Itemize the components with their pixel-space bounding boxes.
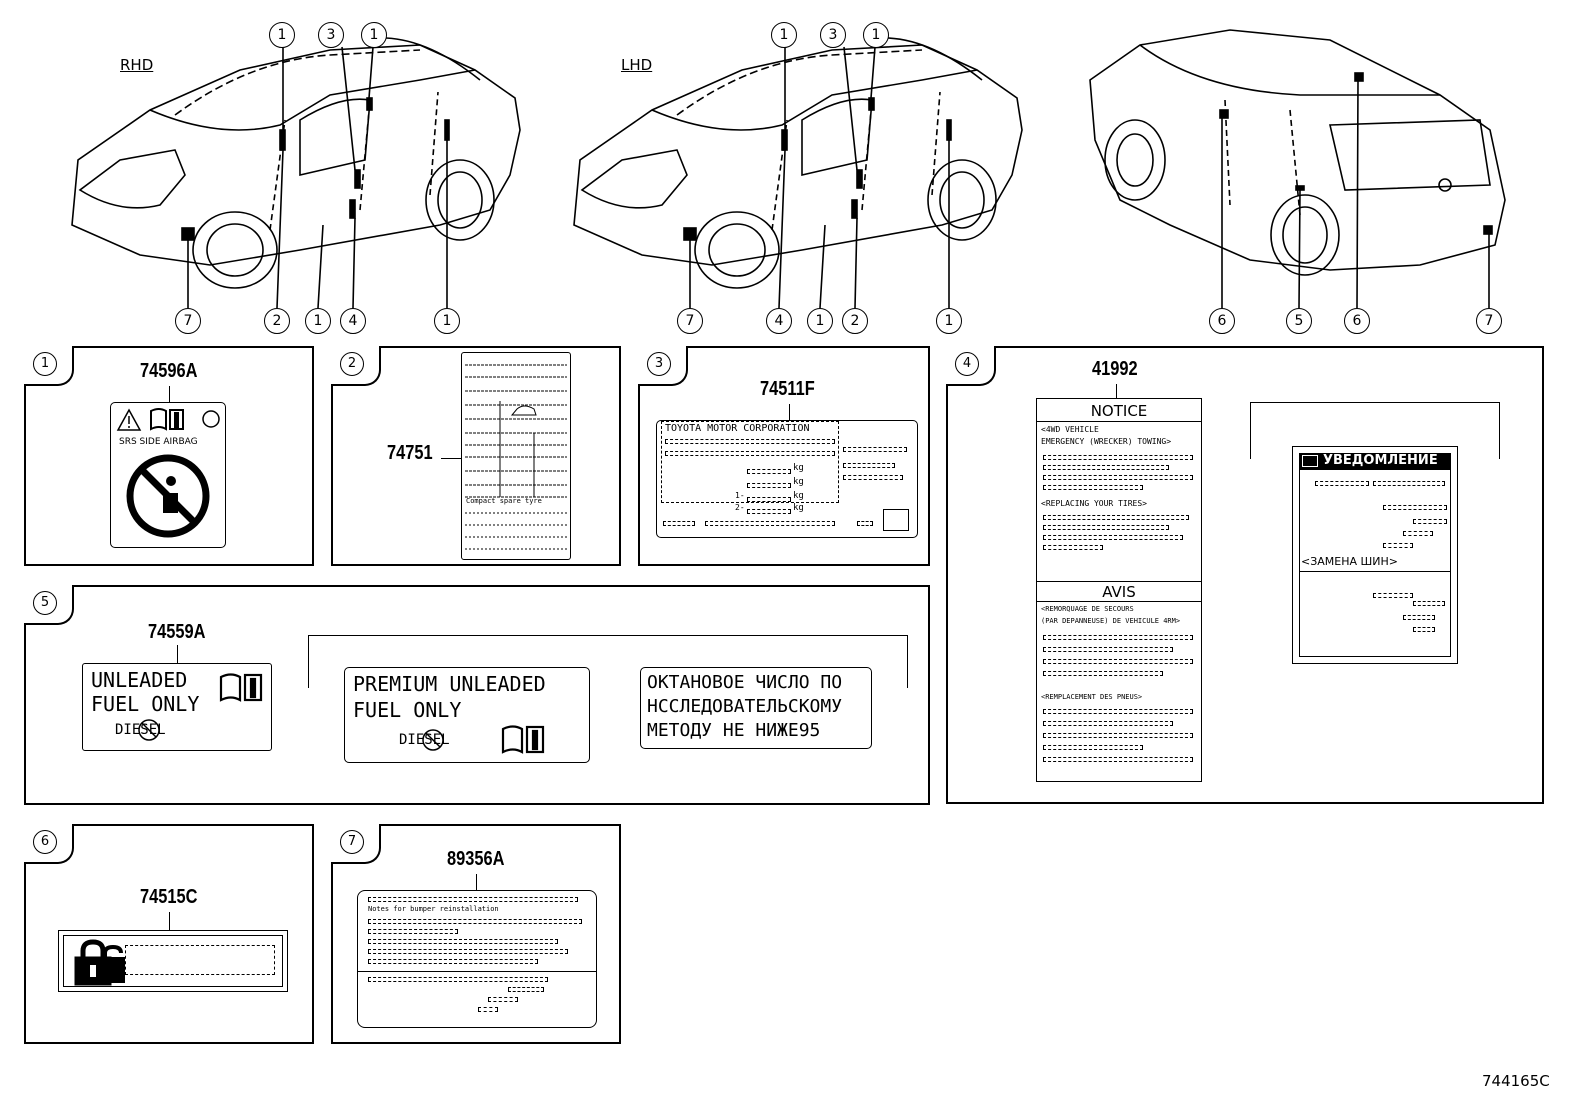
kg-unit: kg bbox=[793, 503, 804, 513]
panel-index: 6 bbox=[33, 830, 57, 854]
srs-side-airbag-text: SRS SIDE AIRBAG bbox=[119, 437, 198, 447]
lhd-car-illustration bbox=[573, 37, 1023, 309]
panel-index: 1 bbox=[33, 352, 57, 376]
notice-line-3: <REPLACING YOUR TIRES> bbox=[1041, 499, 1147, 508]
kg-unit: kg bbox=[793, 477, 804, 487]
part-number: 74596A bbox=[140, 360, 198, 382]
notice-title: NOTICE bbox=[1090, 402, 1148, 420]
axle-1-label: 1- bbox=[735, 491, 745, 500]
callout-4: 4 bbox=[340, 308, 366, 334]
callout-5: 5 bbox=[1286, 308, 1312, 334]
callout-1: 1 bbox=[434, 308, 460, 334]
label-c-line-2: НССЛЕДОВАТЕЛЬСКОМУ bbox=[647, 696, 843, 717]
part-number: 74751 bbox=[387, 442, 433, 464]
label-a-line-1: UNLEADED bbox=[91, 668, 188, 692]
callout-1: 1 bbox=[771, 22, 797, 48]
kg-unit: kg bbox=[793, 491, 804, 501]
callout-3: 3 bbox=[318, 22, 344, 48]
russian-notice-label: УВЕДОМЛЕНИЕ <ЗАМЕНА ШИН> bbox=[1292, 446, 1458, 664]
bumper-notes-text: Notes for bumper reinstallation bbox=[368, 905, 499, 913]
panel-index: 4 bbox=[955, 352, 979, 376]
ru-title: УВЕДОМЛЕНИЕ bbox=[1323, 453, 1438, 468]
callout-7: 7 bbox=[175, 308, 201, 334]
avis-line-1: <REMORQUAGE DE SECOURS bbox=[1041, 605, 1134, 613]
tire-pressure-label: Compact spare tyre bbox=[461, 352, 571, 560]
diesel-prohibited-icon bbox=[138, 719, 160, 741]
manual-info-icon bbox=[501, 725, 545, 754]
label-b-line-1: PREMIUM UNLEADED bbox=[353, 672, 546, 696]
callout-1: 1 bbox=[863, 22, 889, 48]
label-b-line-2: FUEL ONLY bbox=[353, 698, 462, 722]
circle-icon bbox=[202, 410, 220, 428]
manual-info-icon bbox=[219, 673, 263, 702]
vehicle-id-plate: TOYOTA MOTOR CORPORATION kg kg kg kg 1- … bbox=[656, 420, 918, 538]
axle-2-label: 2- bbox=[735, 503, 745, 512]
panel-5: 5 74559A UNLEADED FUEL ONLY DIESEL PREMI… bbox=[24, 585, 930, 805]
warning-triangle-icon bbox=[116, 408, 142, 431]
fuel-label-c: ОКТАНОВОЕ ЧИСЛО ПО НССЛЕДОВАТЕЛЬСКОМУ МЕ… bbox=[640, 667, 872, 749]
rear-car-illustration bbox=[1089, 29, 1506, 309]
part-number: 74511F bbox=[760, 378, 815, 400]
ru-line-1: <ЗАМЕНА ШИН> bbox=[1301, 555, 1399, 568]
rhd-car-illustration bbox=[71, 37, 521, 309]
callout-3: 3 bbox=[820, 22, 846, 48]
avis-title: AVIS bbox=[1102, 583, 1136, 601]
callout-1: 1 bbox=[807, 308, 833, 334]
callout-1: 1 bbox=[305, 308, 331, 334]
panel-index: 3 bbox=[647, 352, 671, 376]
label-a-line-2: FUEL ONLY bbox=[91, 692, 200, 716]
callout-6: 6 bbox=[1209, 308, 1235, 334]
panel-index: 2 bbox=[340, 352, 364, 376]
panel-6: 6 74515C bbox=[24, 824, 314, 1044]
no-child-seat-icon bbox=[126, 454, 210, 538]
kg-unit: kg bbox=[793, 463, 804, 473]
diesel-prohibited-icon bbox=[422, 729, 444, 751]
panel-index: 7 bbox=[340, 830, 364, 854]
airbag-label: SRS SIDE AIRBAG bbox=[110, 402, 226, 548]
fuel-label-b: PREMIUM UNLEADED FUEL ONLY DIESEL bbox=[344, 667, 590, 763]
part-number: 89356A bbox=[447, 848, 505, 870]
callout-6: 6 bbox=[1344, 308, 1370, 334]
callout-7: 7 bbox=[677, 308, 703, 334]
callout-4: 4 bbox=[766, 308, 792, 334]
maker-text: TOYOTA MOTOR CORPORATION bbox=[665, 423, 810, 434]
label-c-line-1: ОКТАНОВОЕ ЧИСЛО ПО bbox=[647, 672, 843, 693]
lhd-label: LHD bbox=[621, 56, 653, 74]
panel-7: 7 89356A Notes for bumper reinstallation bbox=[331, 824, 621, 1044]
fuel-label-a: UNLEADED FUEL ONLY DIESEL bbox=[82, 663, 272, 751]
towing-notice-label: NOTICE <4WD VEHICLE EMERGENCY (WRECKER) … bbox=[1036, 398, 1202, 782]
avis-line-3: <REMPLACEMENT DES PNEUS> bbox=[1041, 693, 1143, 701]
part-number: 74515C bbox=[140, 886, 198, 908]
manual-info-icon bbox=[150, 408, 184, 431]
callout-1: 1 bbox=[361, 22, 387, 48]
panel-2: 2 74751 Compact spare tyre bbox=[331, 346, 621, 566]
part-number: 41992 bbox=[1092, 358, 1138, 380]
panel-4: 4 41992 NOTICE <4WD VEHICLE EMERGENCY (W… bbox=[946, 346, 1544, 804]
callout-2: 2 bbox=[842, 308, 868, 334]
panel-3: 3 74511F TOYOTA MOTOR CORPORATION kg kg … bbox=[638, 346, 930, 566]
figure-code: 744165C bbox=[1482, 1072, 1550, 1090]
callout-1: 1 bbox=[269, 22, 295, 48]
child-lock-label bbox=[58, 930, 288, 992]
lock-icon bbox=[99, 944, 125, 983]
spare-tyre-text: Compact spare tyre bbox=[466, 497, 542, 505]
avis-line-2: (PAR DEPANNEUSE) DE VEHICULE 4RM> bbox=[1041, 617, 1181, 625]
notice-line-1: <4WD VEHICLE bbox=[1041, 425, 1099, 434]
panel-1: 1 74596A SRS SIDE AIRBAG bbox=[24, 346, 314, 566]
tire-table-lines bbox=[465, 364, 567, 550]
part-number: 74559A bbox=[148, 621, 206, 643]
bumper-notes-label: Notes for bumper reinstallation bbox=[357, 890, 597, 1028]
callout-2: 2 bbox=[264, 308, 290, 334]
panel-index: 5 bbox=[33, 591, 57, 615]
label-c-line-3: МЕТОДУ НЕ НИЖЕ95 bbox=[647, 720, 821, 741]
rhd-label: RHD bbox=[120, 56, 154, 74]
callout-1: 1 bbox=[936, 308, 962, 334]
notice-line-2: EMERGENCY (WRECKER) TOWING> bbox=[1041, 437, 1172, 446]
callout-7: 7 bbox=[1476, 308, 1502, 334]
